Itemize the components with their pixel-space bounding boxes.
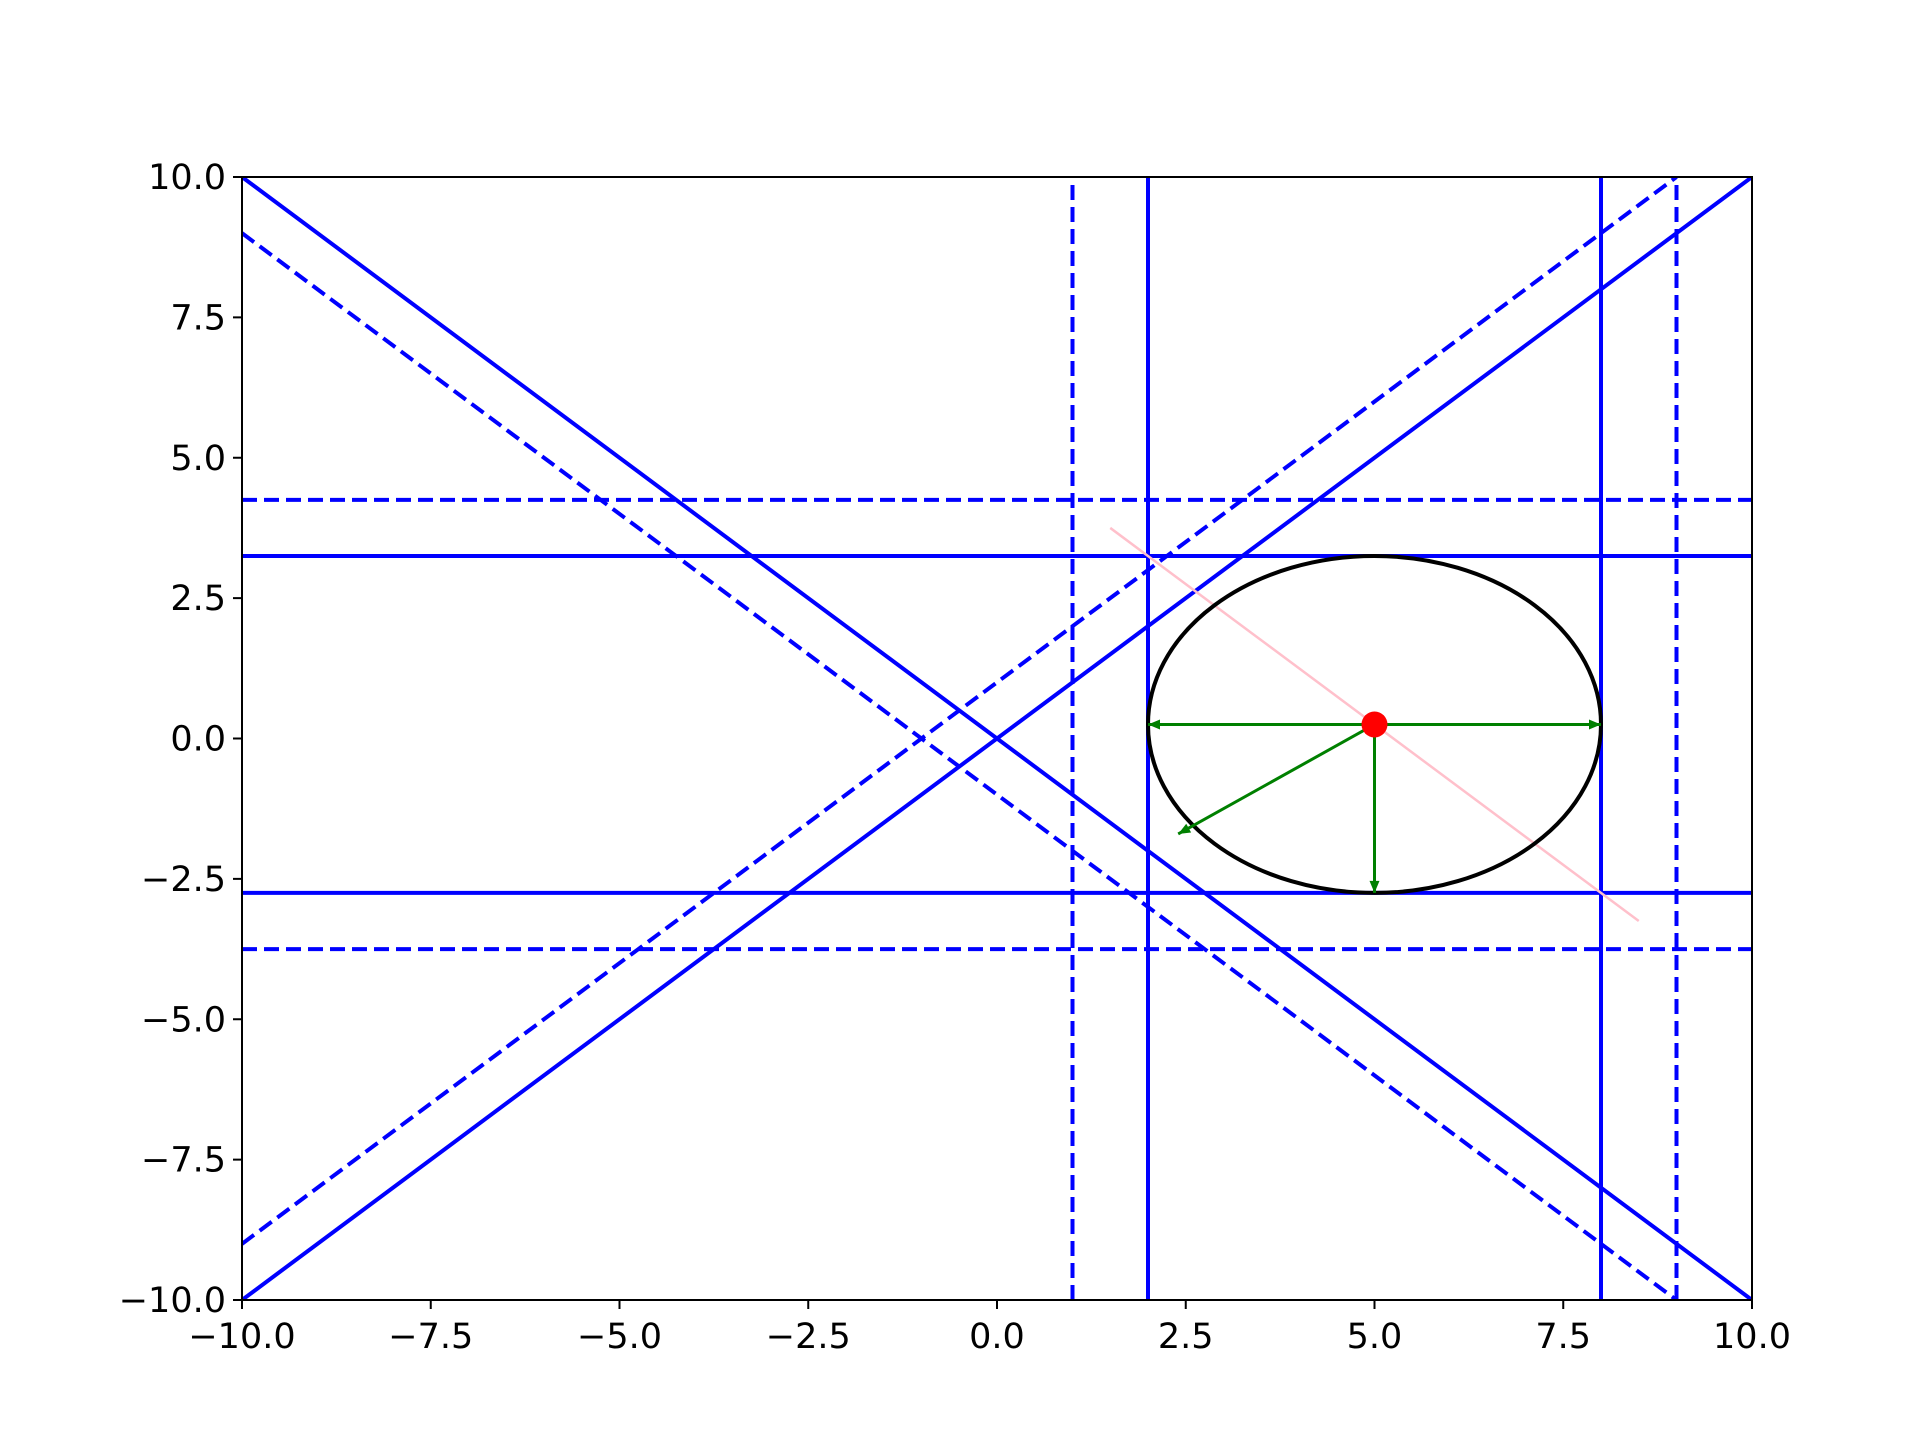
series-line-2 <box>242 177 1678 1246</box>
arrow-head-0 <box>1148 719 1160 730</box>
arrow-line-3 <box>1177 723 1376 836</box>
arrow-head-3 <box>1178 823 1192 834</box>
series-line-3 <box>242 231 1678 1300</box>
axis-ticks: −10.0 −7.5 −5.0 −2.5 0.0 2.5 5.0 7.5 10.0 −10.0 −7… <box>119 158 1791 1357</box>
x-tick-label: −5.0 <box>577 1317 662 1357</box>
series-line-1 <box>242 177 1752 1300</box>
y-tick-label: 0.0 <box>170 720 226 760</box>
arrow-head-1 <box>1589 719 1601 730</box>
x-tick-label: 0.0 <box>969 1317 1025 1357</box>
plot-content <box>242 177 1752 1300</box>
y-tick-label: −10.0 <box>119 1281 226 1321</box>
y-tick-label: 2.5 <box>170 579 226 619</box>
x-tick-label: 5.0 <box>1347 1317 1403 1357</box>
x-tick-label: 10.0 <box>1713 1317 1791 1357</box>
y-tick-label: 7.5 <box>170 298 226 338</box>
x-tick-label: −10.0 <box>188 1317 295 1357</box>
y-tick-label: −5.0 <box>141 1000 226 1040</box>
x-tick-label: −7.5 <box>388 1317 473 1357</box>
arrow-head-2 <box>1369 880 1380 893</box>
center-point <box>1361 711 1388 738</box>
y-tick-label: 5.0 <box>170 439 226 479</box>
x-tick-label: 7.5 <box>1535 1317 1591 1357</box>
x-tick-label: −2.5 <box>766 1317 851 1357</box>
y-tick-label: −7.5 <box>141 1141 226 1181</box>
y-tick-label: −2.5 <box>141 860 226 900</box>
y-tick-label: 10.0 <box>148 158 226 198</box>
x-tick-label: 2.5 <box>1158 1317 1214 1357</box>
